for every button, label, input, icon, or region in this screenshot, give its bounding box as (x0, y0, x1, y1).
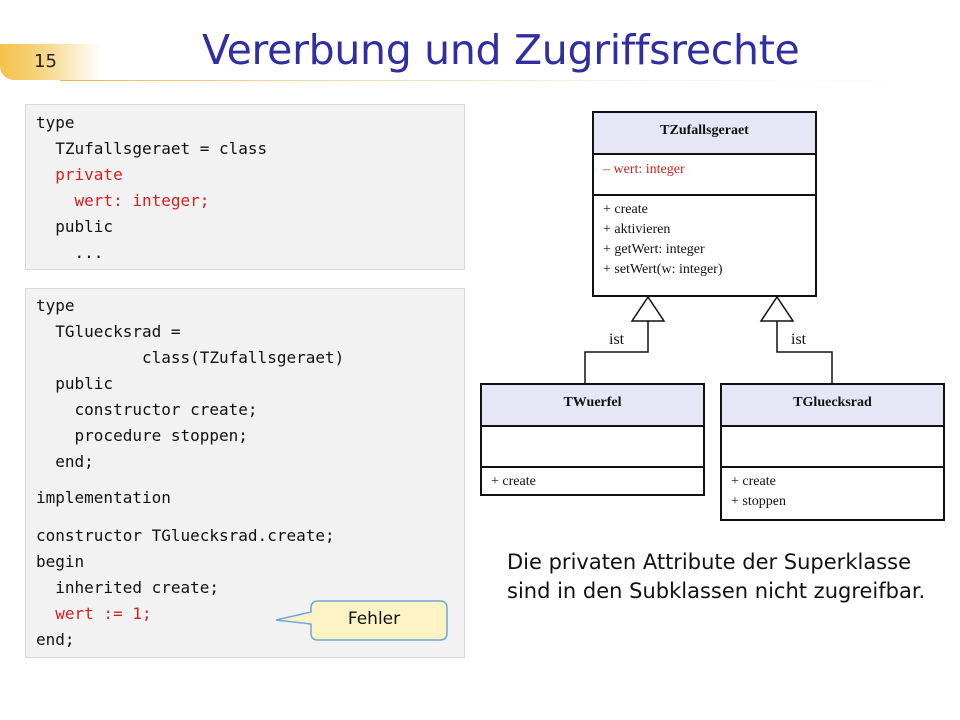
code-line-wert-declaration: wert: integer; (36, 191, 210, 210)
class-name: TZufallsgeraet (594, 113, 815, 155)
code-block-tgluecksrad: type TGluecksrad = class(TZufallsgeraet)… (25, 288, 465, 658)
method-row: + create (491, 474, 536, 489)
attribute-section: – wert: integer (594, 153, 815, 196)
callout-fehler-label: Fehler (347, 609, 401, 629)
code-line: implementation (36, 488, 171, 507)
explanation-text: Die privaten Attribute der Superklasse s… (507, 550, 926, 603)
code-line: type (36, 113, 75, 132)
inheritance-line-twuerfel (584, 321, 649, 383)
class-name: TWuerfel (482, 385, 703, 427)
code-line: procedure stoppen; (36, 426, 248, 445)
code-line: end; (36, 452, 94, 471)
inheritance-line-tgluecksrad (776, 321, 833, 383)
slide-title: Vererbung und Zugriffsrechte (202, 26, 800, 74)
code-block-tzufallsgeraet: type TZufallsgeraet = class private wert… (25, 104, 465, 270)
inheritance-arrowhead-right (759, 295, 795, 322)
code-line: begin (36, 552, 85, 571)
code-line: constructor TGluecksrad.create; (36, 526, 335, 545)
code-line: constructor create; (36, 400, 258, 419)
class-name: TGluecksrad (722, 385, 943, 427)
method-row: + create (603, 202, 648, 217)
code-line: type (36, 296, 75, 315)
code-line: ... (36, 243, 104, 262)
code-line-private: private (36, 165, 123, 184)
method-row: + getWert: integer (603, 242, 705, 257)
relation-label-left: ist (609, 331, 625, 348)
callout-bubble-shape (275, 600, 448, 641)
attribute-row: – wert: integer (603, 162, 685, 177)
method-row: + setWert(w: integer) (603, 262, 723, 277)
relation-label-right: ist (791, 331, 807, 348)
code-line: public (36, 374, 114, 393)
attribute-section (482, 425, 703, 468)
code-line: inherited create; (36, 578, 220, 597)
code-line: TZufallsgeraet = class (36, 139, 268, 158)
page-number-badge: 15 (0, 44, 100, 80)
inheritance-arrowhead-left (630, 295, 666, 322)
uml-class-tgluecksrad: TGluecksrad + create + stoppen (720, 383, 945, 521)
attribute-section (722, 425, 943, 468)
method-row: + stoppen (731, 494, 786, 509)
page-number: 15 (34, 51, 57, 72)
code-line: end; (36, 630, 75, 649)
method-row: + create (731, 474, 776, 489)
uml-class-twuerfel: TWuerfel + create (480, 383, 705, 496)
uml-class-tzufallsgeraet: TZufallsgeraet – wert: integer + create … (592, 111, 817, 297)
code-line: public (36, 217, 114, 236)
title-underline (60, 80, 940, 81)
code-line: class(TZufallsgeraet) (36, 348, 345, 367)
method-row: + aktivieren (603, 222, 671, 237)
code-line: TGluecksrad = (36, 322, 181, 341)
code-line-wert-assignment: wert := 1; (36, 604, 152, 623)
